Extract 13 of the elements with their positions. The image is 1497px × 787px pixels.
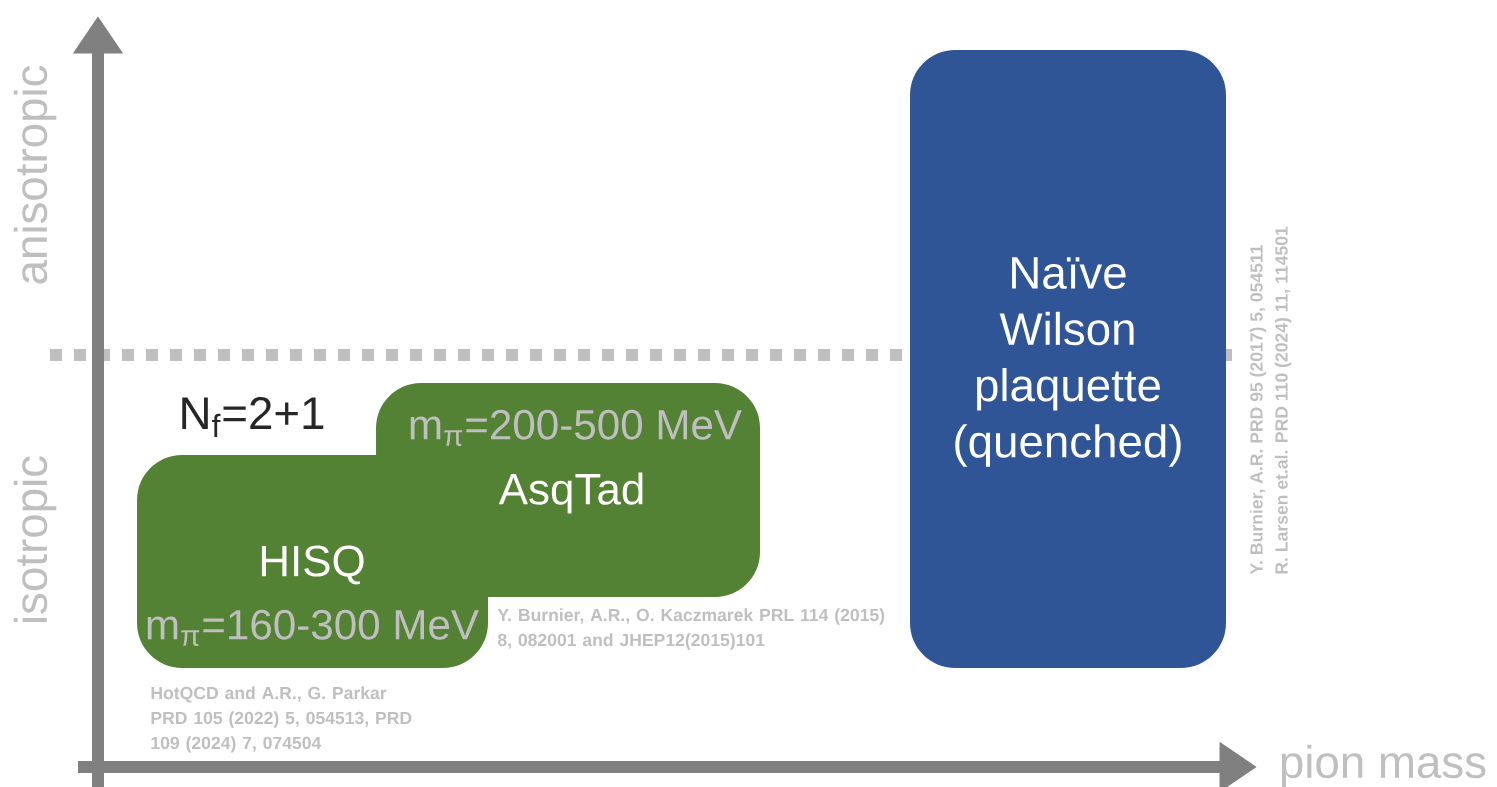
citation: HotQCD and A.R., G. Parkar PRD 105 (2022) 5, 054513, PRD 109 (2024) 7, 074504 (151, 686, 412, 753)
box-text: m$_{π}$=200-500 MeV (410, 409, 742, 447)
box-text: m$_{π}$=160-300 MeV (147, 609, 479, 647)
citation: R. Larsen et.al. PRD 110 (2024) 11, 114501 (1274, 226, 1292, 574)
box-text: Naïve Wilson plaquette (quenched) (955, 257, 1181, 467)
citation: Y. Burnier, A.R., O. Kaczmarek PRL 114 (2015) 8, 082001 and JHEP12(2015)101 (497, 608, 885, 650)
axis-label: anisotropic (13, 65, 57, 284)
box-text: AsqTad (498, 472, 643, 514)
axis-label: pion mass (1281, 744, 1486, 787)
box-text: HISQ (261, 545, 364, 585)
citation: Y. Burnier, A.R. PRD 95 (2017) 5, 054511 (1249, 245, 1267, 575)
annotation: N$_{f}$=2+1 (182, 397, 324, 437)
axis-label: isotropic (13, 456, 57, 622)
